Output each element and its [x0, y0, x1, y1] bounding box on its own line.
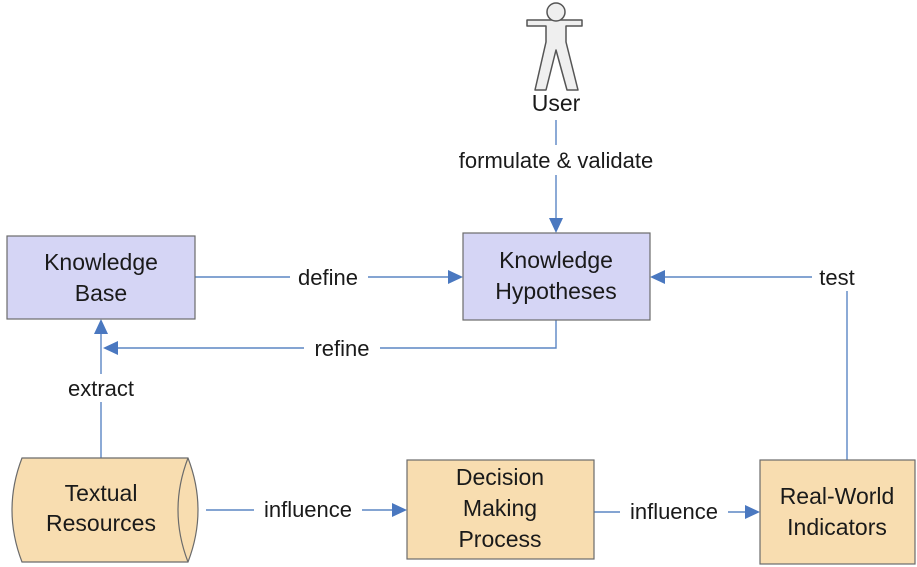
- knowledge-base-line-1: Knowledge: [44, 249, 158, 275]
- knowledge-hypotheses-line-2: Hypotheses: [495, 278, 616, 304]
- arrowhead-hypotheses-right: [650, 270, 665, 284]
- edge-label-influence-1: influence: [264, 497, 352, 522]
- user-label: User: [532, 90, 581, 116]
- arrowhead-refine: [103, 341, 118, 355]
- arrowhead-hypotheses-left: [448, 270, 463, 284]
- edge-label-test: test: [819, 265, 854, 290]
- textual-resources-node: Textual Resources: [11, 457, 199, 563]
- decision-making-line-2: Making: [463, 495, 537, 521]
- arrowhead-hypotheses-top: [549, 218, 563, 233]
- edge-refine: [118, 320, 557, 349]
- edge-label-influence-2: influence: [630, 499, 718, 524]
- textual-resources-line-1: Textual: [65, 480, 138, 506]
- arrowhead-knowledge-base-bottom: [94, 319, 108, 334]
- edge-label-formulate-validate: formulate & validate: [459, 148, 653, 173]
- person-icon: [526, 2, 583, 91]
- decision-making-box: Decision Making Process: [406, 459, 595, 560]
- real-world-line-2: Indicators: [787, 514, 887, 540]
- edge-test: [665, 276, 848, 460]
- textual-resources-line-2: Resources: [46, 510, 156, 536]
- real-world-line-1: Real-World: [780, 483, 895, 509]
- decision-making-line-3: Process: [458, 526, 541, 552]
- arrowhead-real-world: [745, 505, 760, 519]
- arrowhead-decision: [392, 503, 407, 517]
- decision-making-line-1: Decision: [456, 464, 544, 490]
- knowledge-base-box: Knowledge Base: [6, 235, 196, 320]
- edge-label-define: define: [298, 265, 358, 290]
- knowledge-hypotheses-line-1: Knowledge: [499, 247, 613, 273]
- edge-label-refine: refine: [314, 336, 369, 361]
- knowledge-hypotheses-box: Knowledge Hypotheses: [462, 232, 651, 321]
- real-world-indicators-box: Real-World Indicators: [759, 459, 916, 565]
- edge-label-extract: extract: [68, 376, 134, 401]
- knowledge-base-line-2: Base: [75, 280, 127, 306]
